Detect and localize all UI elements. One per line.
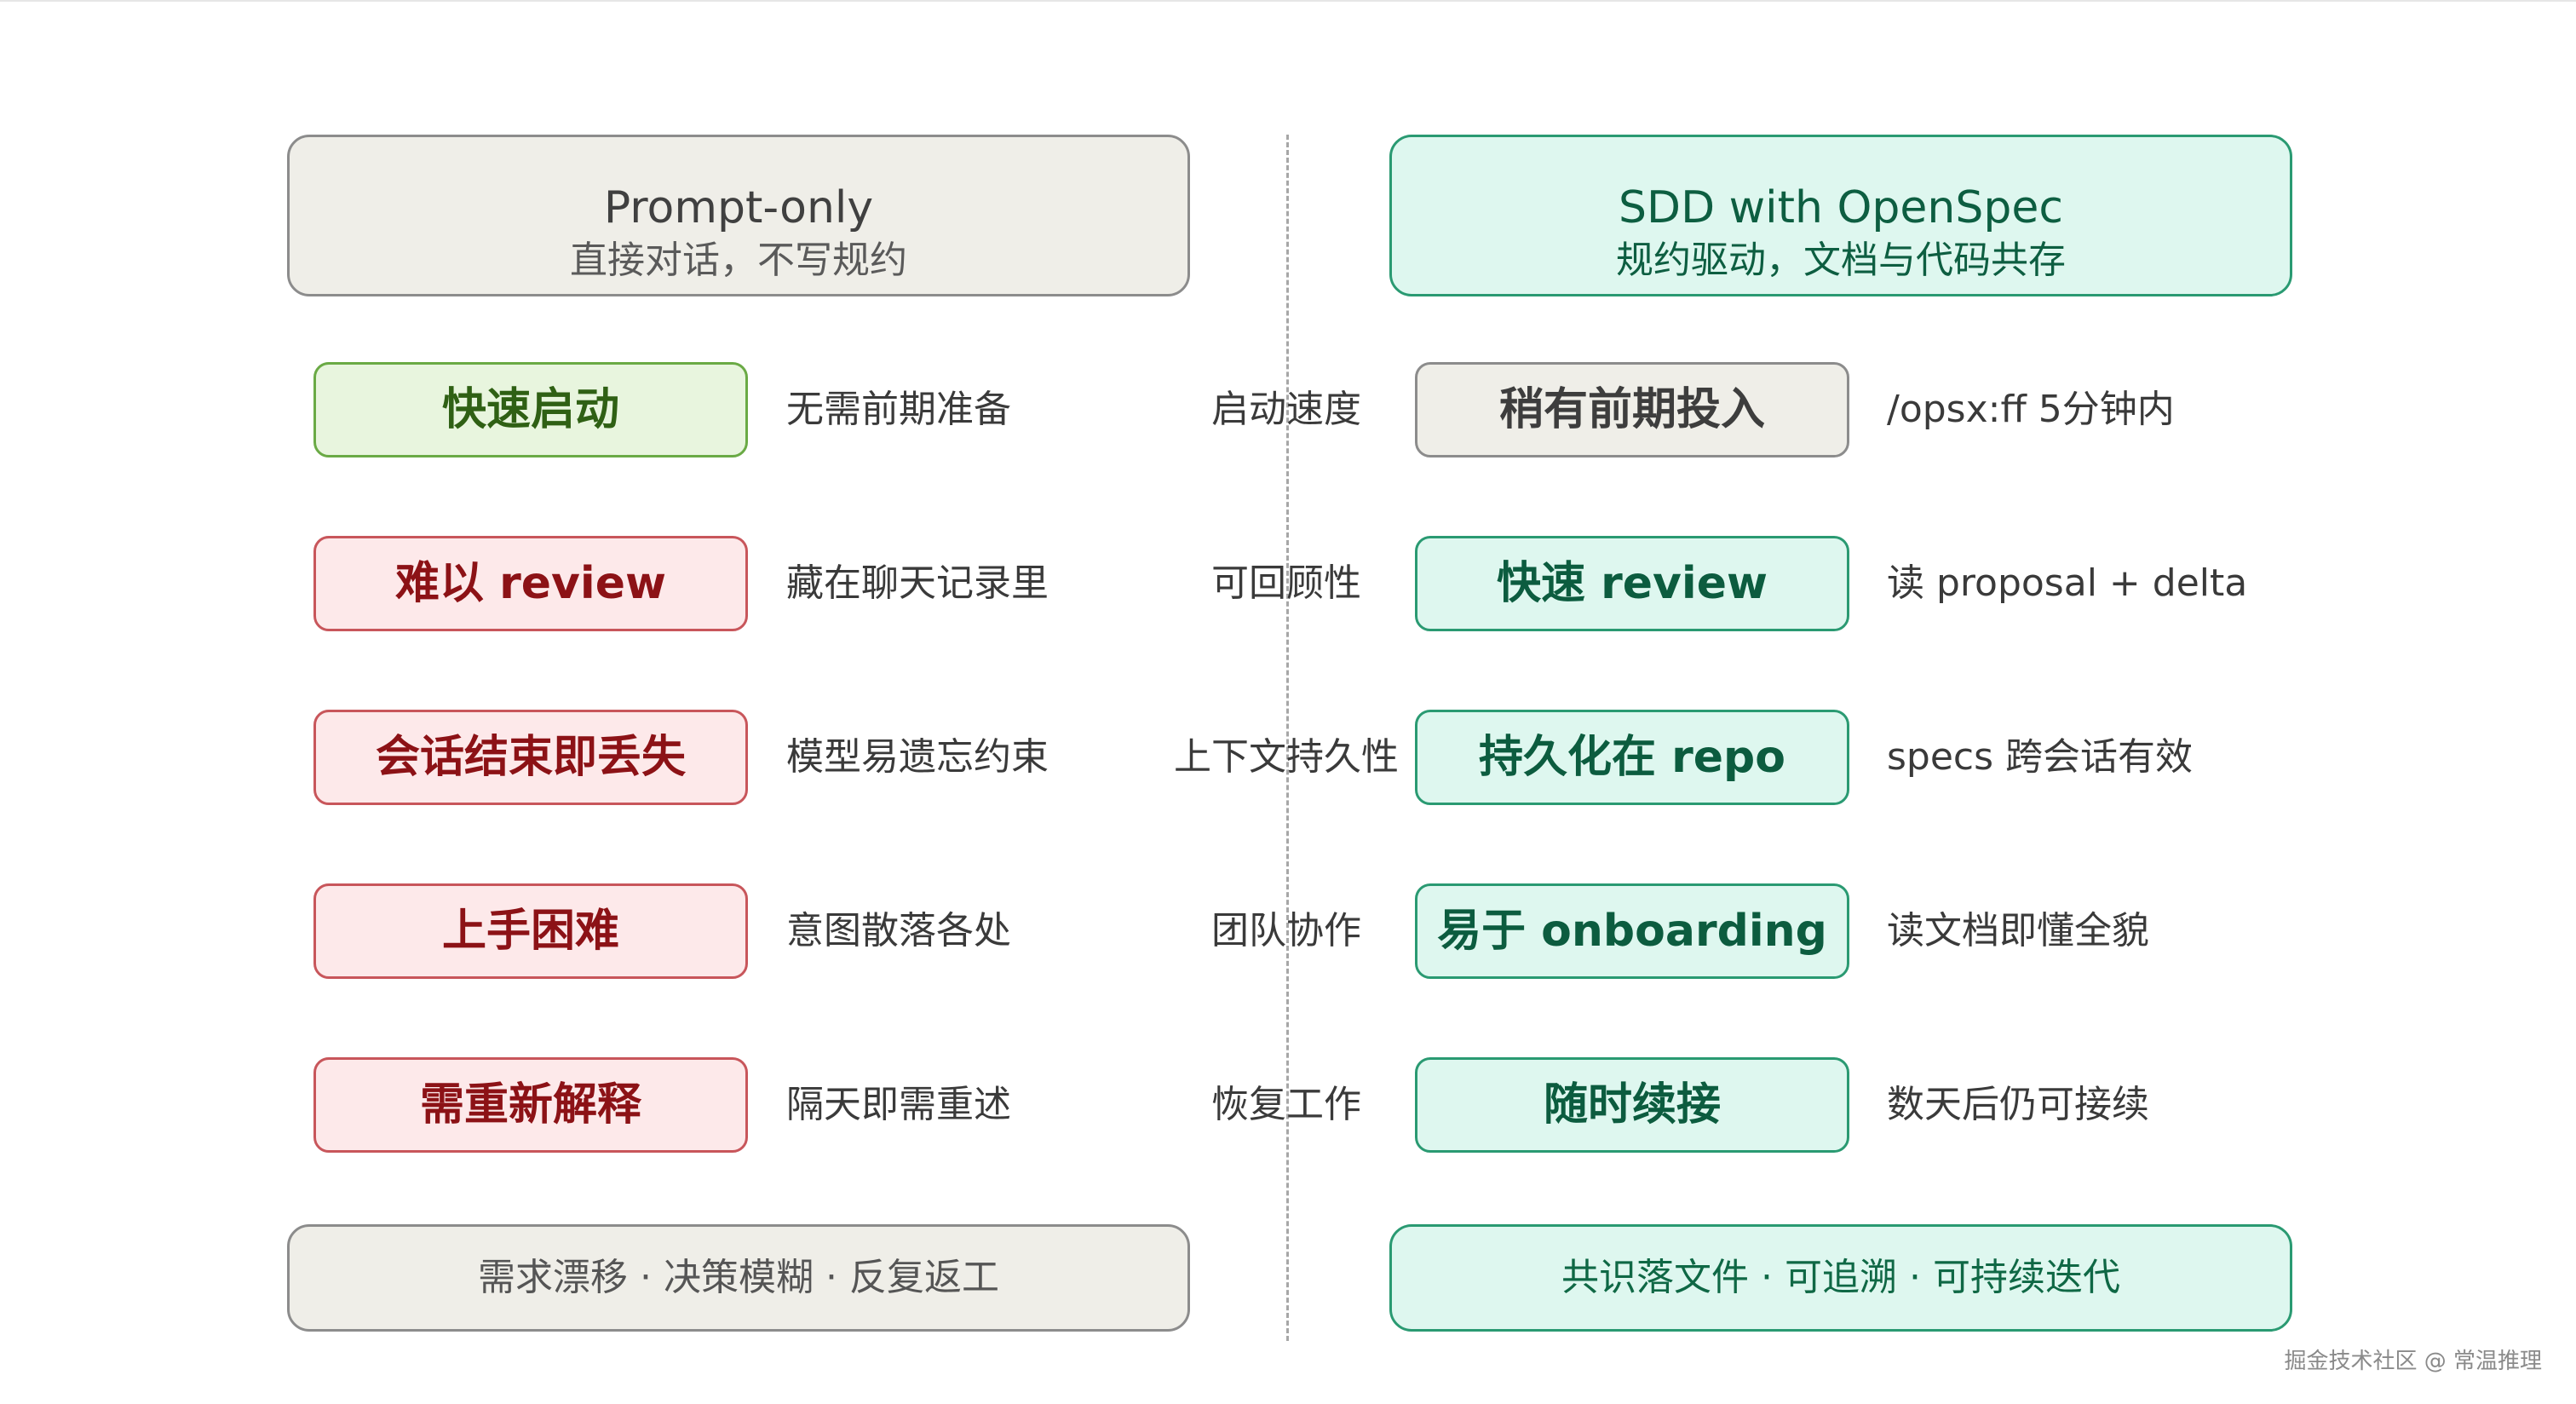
sdd-openspec-subtitle: 规约驱动，文档与代码共存 <box>1616 239 2066 282</box>
right-tag-startup: 稍有前期投入 <box>1415 362 1849 457</box>
dimension-resume-work: 恢复工作 <box>1211 1083 1361 1126</box>
dimension-startup-speed: 启动速度 <box>1211 388 1361 431</box>
left-tag-context: 会话结束即丢失 <box>313 710 748 805</box>
right-note-resume: 数天后仍可接续 <box>1887 1083 2149 1126</box>
right-note-review: 读 proposal + delta <box>1887 561 2248 605</box>
right-tag-context: 持久化在 repo <box>1415 710 1849 805</box>
sdd-openspec-title: SDD with OpenSpec <box>1619 182 2063 233</box>
left-note-startup: 无需前期准备 <box>786 388 1011 431</box>
watermark: 掘金技术社区 @ 常温推理 <box>2284 1349 2542 1374</box>
left-tag-startup: 快速启动 <box>313 362 748 457</box>
top-rule <box>0 0 2576 2</box>
left-tag-collaboration: 上手困难 <box>313 883 748 979</box>
left-note-context: 模型易遗忘约束 <box>786 735 1049 779</box>
left-note-review: 藏在聊天记录里 <box>786 561 1049 605</box>
sdd-openspec-header: SDD with OpenSpec 规约驱动，文档与代码共存 <box>1389 135 2292 296</box>
right-note-context: specs 跨会话有效 <box>1887 735 2194 779</box>
right-tag-collaboration: 易于 onboarding <box>1415 883 1849 979</box>
right-note-startup: /opsx:ff 5分钟内 <box>1887 388 2175 431</box>
right-note-collaboration: 读文档即懂全貌 <box>1887 909 2149 952</box>
left-tag-review: 难以 review <box>313 536 748 631</box>
right-tag-review: 快速 review <box>1415 536 1849 631</box>
dimension-team-collaboration: 团队协作 <box>1211 909 1361 952</box>
center-divider <box>1286 135 1289 1341</box>
prompt-only-subtitle: 直接对话，不写规约 <box>570 239 907 282</box>
sdd-openspec-summary: 共识落文件 · 可追溯 · 可持续迭代 <box>1389 1224 2292 1332</box>
left-tag-resume: 需重新解释 <box>313 1057 748 1153</box>
dimension-context-persistence: 上下文持久性 <box>1174 735 1399 779</box>
dimension-reviewability: 可回顾性 <box>1211 561 1361 605</box>
prompt-only-header: Prompt-only 直接对话，不写规约 <box>287 135 1190 296</box>
left-note-collaboration: 意图散落各处 <box>786 909 1011 952</box>
right-tag-resume: 随时续接 <box>1415 1057 1849 1153</box>
left-note-resume: 隔天即需重述 <box>786 1083 1011 1126</box>
prompt-only-summary: 需求漂移 · 决策模糊 · 反复返工 <box>287 1224 1190 1332</box>
prompt-only-title: Prompt-only <box>603 182 874 233</box>
